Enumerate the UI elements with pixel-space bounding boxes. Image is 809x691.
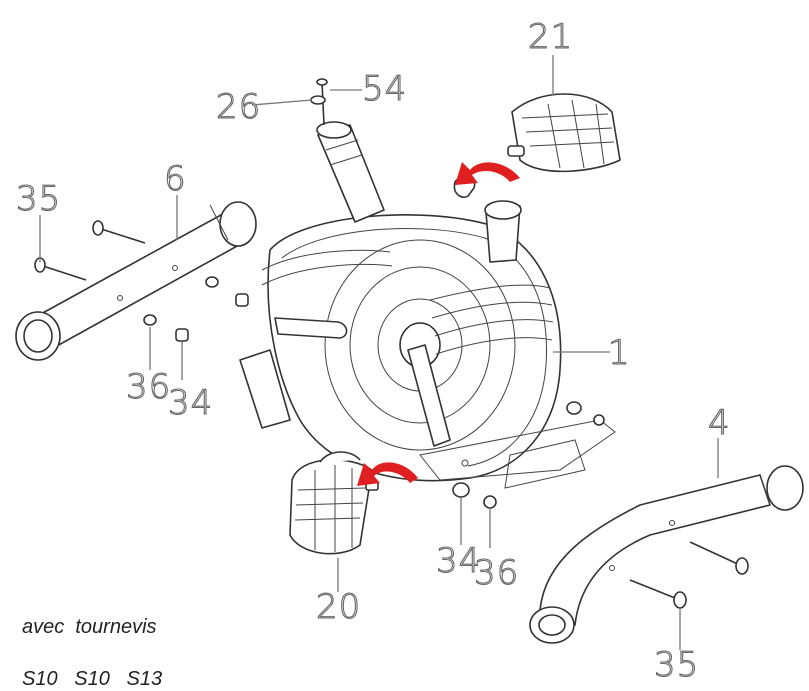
handlebar-socket-tube bbox=[484, 200, 522, 263]
right-pedal-21 bbox=[507, 93, 621, 173]
label-34-rear: 34 bbox=[168, 383, 213, 423]
rear-stabilizer-6 bbox=[15, 201, 257, 361]
red-arrow-right-pedal bbox=[455, 162, 520, 185]
label-4: 4 bbox=[708, 403, 731, 443]
rear-bolts-35 bbox=[34, 220, 146, 281]
label-34-front: 34 bbox=[436, 541, 481, 581]
main-frame-housing bbox=[239, 214, 616, 489]
label-35-rear: 35 bbox=[16, 179, 61, 219]
left-pedal-20 bbox=[289, 451, 379, 555]
label-36-rear: 36 bbox=[126, 367, 171, 407]
label-36-front: 36 bbox=[474, 553, 519, 593]
leader-lines bbox=[39, 55, 719, 650]
top-bolt-54 bbox=[310, 78, 328, 126]
label-35-front: 35 bbox=[654, 645, 699, 685]
label-20: 20 bbox=[316, 587, 361, 627]
wrench-sizes-note: S10 S10 S13 bbox=[22, 668, 163, 690]
front-nut-washer bbox=[452, 401, 605, 509]
label-1: 1 bbox=[608, 333, 631, 373]
seat-post-tube bbox=[316, 121, 385, 223]
tool-note: avec tournevis bbox=[22, 616, 157, 638]
rear-nut-washer bbox=[143, 276, 249, 342]
label-26: 26 bbox=[216, 87, 261, 127]
front-bolts-35 bbox=[629, 541, 749, 609]
red-arrow-left-pedal bbox=[357, 462, 418, 486]
label-6: 6 bbox=[164, 159, 187, 199]
label-21: 21 bbox=[528, 17, 573, 57]
front-stabilizer-4 bbox=[529, 465, 804, 644]
label-54: 54 bbox=[362, 69, 407, 109]
